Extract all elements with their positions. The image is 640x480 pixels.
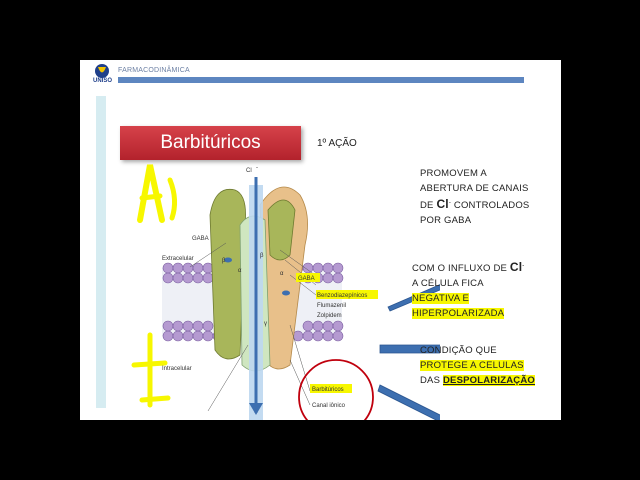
barbiturates-label: Barbitúricos (312, 387, 344, 393)
gaba-receptor-diagram: Cl - GABA β α β α γ Extracelular Intrace… (140, 165, 440, 420)
slide-title: Barbitúricos (120, 126, 301, 160)
benzodiazepines-label: Benzodiazepínicos (317, 293, 367, 299)
svg-text:β: β (222, 258, 226, 264)
svg-text:-: - (256, 165, 258, 171)
note-protection: CONDIÇÃO QUE PROTEGE A CELULAS DAS DESPO… (420, 343, 560, 388)
note-line: ABERTURA DE CANAIS (420, 181, 560, 196)
note-line: COM O INFLUXO DE Cl- (412, 259, 552, 276)
cl-top-label: Cl (246, 168, 252, 174)
flumazenil-label: Flumazenil (317, 303, 346, 309)
ion-channel-label: Canal iônico (312, 403, 346, 409)
svg-text:α: α (280, 271, 284, 277)
note-influx: COM O INFLUXO DE Cl- A CÉLULA FICA NEGAT… (412, 259, 552, 321)
note-line: CONDIÇÃO QUE (420, 343, 560, 358)
uniso-logo-icon (90, 62, 114, 90)
intracellular-label: Intracelular (162, 366, 192, 372)
zolpidem-label: Zolpidem (317, 313, 342, 319)
note-line: DAS DESPOLARIZAÇÃO (420, 373, 560, 388)
svg-text:γ: γ (264, 321, 267, 327)
note-line: PROTEGE A CELULAS (420, 358, 560, 373)
action-label: 1º AÇÃO (317, 138, 357, 149)
extracellular-label: Extracelular (162, 256, 194, 262)
logo-text: UNISO (93, 78, 112, 84)
note-line: HIPERPOLARIZADA (412, 306, 552, 321)
slide: UNISO FARMACODINÂMICA Barbitúricos 1º AÇ… (80, 60, 561, 420)
gaba-right-label: GABA (298, 276, 315, 282)
svg-text:α: α (238, 268, 242, 274)
note-line: PROMOVEM A (420, 166, 560, 181)
note-line: DE Cl- CONTROLADOS (420, 196, 560, 213)
section-label: FARMACODINÂMICA (118, 67, 190, 74)
svg-text:β: β (260, 253, 264, 259)
note-line: POR GABA (420, 213, 560, 228)
side-bar (96, 96, 106, 408)
gaba-left-label: GABA (192, 236, 209, 242)
note-line: A CÉLULA FICA (412, 276, 552, 291)
note-line: NEGATIVA E (412, 291, 552, 306)
note-open-channels: PROMOVEM A ABERTURA DE CANAIS DE Cl- CON… (420, 166, 560, 228)
header-bar (118, 77, 524, 83)
